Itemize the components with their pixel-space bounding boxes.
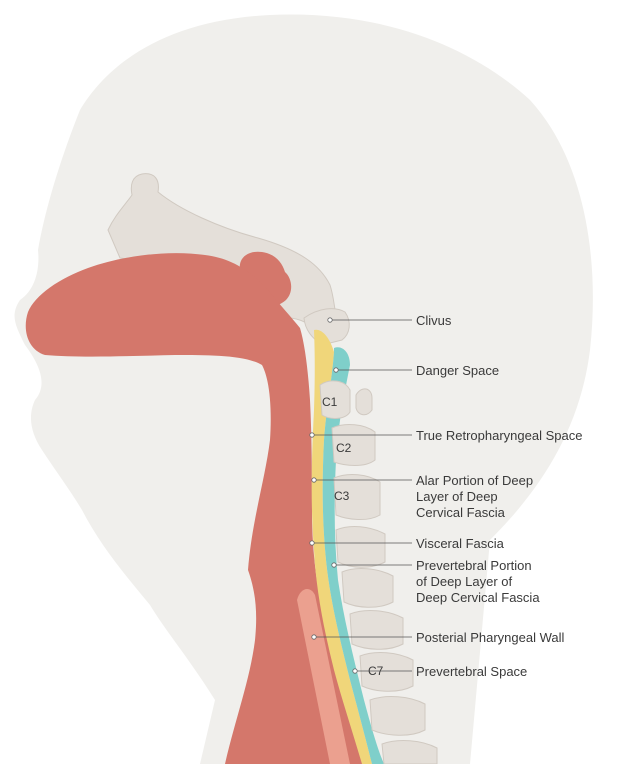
vertebra-c4 xyxy=(336,527,385,568)
label-posterior-pharyngeal-wall: Posterial Pharyngeal Wall xyxy=(416,630,564,645)
vertebra-label-c3: C3 xyxy=(334,489,350,503)
vertebra-c5 xyxy=(342,569,393,608)
dot-prevertebral-portion xyxy=(332,563,336,567)
vertebra-c6 xyxy=(350,611,403,650)
label-prevertebral-space: Prevertebral Space xyxy=(416,664,527,679)
label-alar-portion-line2: Layer of Deep xyxy=(416,489,498,504)
label-prevertebral-portion: Prevertebral Portion of Deep Layer of De… xyxy=(416,558,540,605)
label-visceral-fascia: Visceral Fascia xyxy=(416,536,505,551)
dot-true-retropharyngeal xyxy=(310,433,314,437)
dot-visceral-fascia xyxy=(310,541,314,545)
label-prevertebral-portion-line1: Prevertebral Portion xyxy=(416,558,532,573)
label-prevertebral-portion-line3: Deep Cervical Fascia xyxy=(416,590,540,605)
dot-danger-space xyxy=(334,368,338,372)
label-alar-portion-line1: Alar Portion of Deep xyxy=(416,473,533,488)
vertebra-t2 xyxy=(382,741,437,764)
label-alar-portion-line3: Cervical Fascia xyxy=(416,505,506,520)
label-danger-space: Danger Space xyxy=(416,363,499,378)
dot-posterior-pharyngeal-wall xyxy=(312,635,316,639)
vertebra-t1 xyxy=(370,697,425,736)
vertebra-c1-arch xyxy=(356,389,372,415)
dot-prevertebral-space xyxy=(353,669,357,673)
dot-clivus xyxy=(328,318,332,322)
label-prevertebral-portion-line2: of Deep Layer of xyxy=(416,574,513,589)
vertebra-label-c2: C2 xyxy=(336,441,352,455)
label-clivus: Clivus xyxy=(416,313,452,328)
label-true-retropharyngeal-space: True Retropharyngeal Space xyxy=(416,428,582,443)
vertebra-label-c1: C1 xyxy=(322,395,338,409)
dot-alar-portion xyxy=(312,478,316,482)
